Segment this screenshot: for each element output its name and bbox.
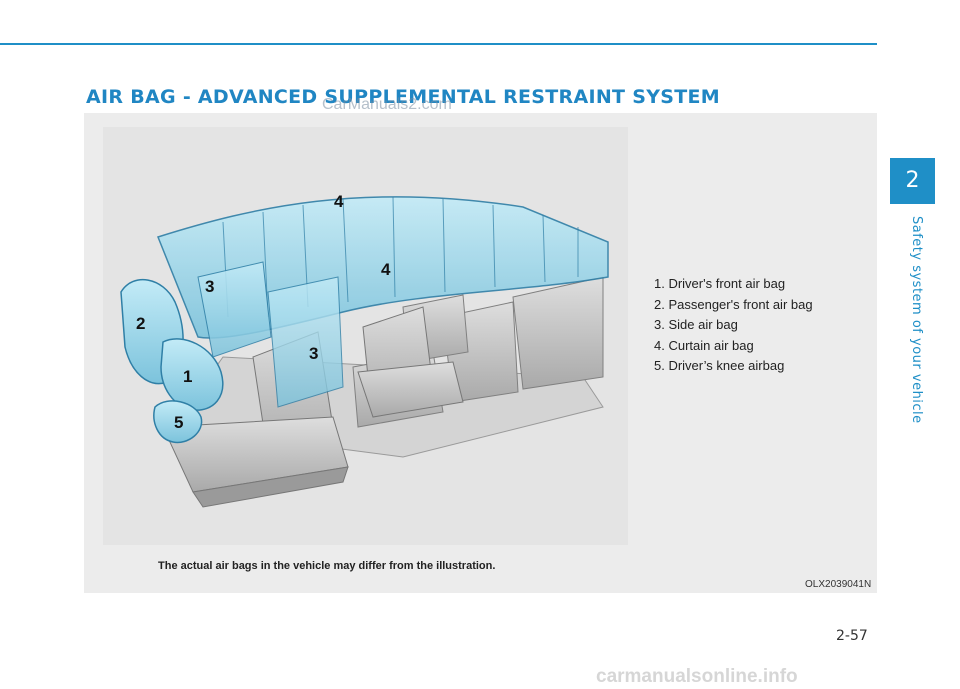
rear-side-airbag [267,276,344,408]
callout-1: 1 [183,367,192,386]
chapter-number-tab: 2 [890,158,935,204]
callout-4-front: 4 [334,192,344,211]
chapter-title-vertical: Safety system of your vehicle [909,216,944,424]
page-number: 2-57 [836,628,868,644]
airbag-legend: 1. Driver's front air bag 2. Passenger's… [654,274,813,377]
watermark-top: CarManuals2.com [322,96,452,113]
knee-airbag [153,400,203,444]
legend-item: 5. Driver’s knee airbag [654,358,785,373]
figure-caption: The actual air bags in the vehicle may d… [158,560,496,572]
callout-3-front: 3 [205,277,214,296]
header-rule [0,43,877,45]
callout-3-rear: 3 [309,344,318,363]
front-side-airbag [197,261,272,358]
airbag-illustration: 1 2 3 3 4 4 5 [120,192,609,508]
callout-5: 5 [174,413,183,432]
chapter-title: Safety system of your vehicle [909,216,924,424]
callout-4-rear: 4 [381,260,391,279]
page-title: AIR BAG - ADVANCED SUPPLEMENTAL RESTRAIN… [86,86,720,108]
legend-item: 1. Driver's front air bag [654,276,786,291]
driver-front-airbag [160,338,224,411]
callout-2: 2 [136,314,145,333]
watermark-bottom: carmanualsonline.info [596,666,798,687]
passenger-seat [357,306,464,418]
figure-code: OLX2039041N [805,579,872,590]
legend-item: 4. Curtain air bag [654,337,754,353]
legend-item: 3. Side air bag [654,317,738,332]
legend-item: 2. Passenger's front air bag [654,296,813,312]
